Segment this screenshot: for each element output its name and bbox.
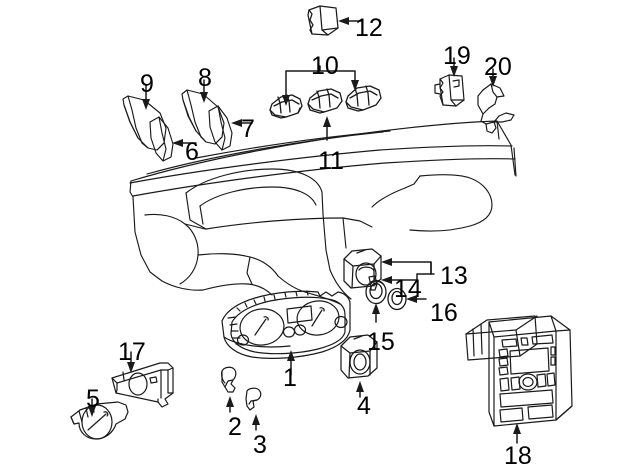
callout-leaders xyxy=(88,17,521,444)
callout-label-1: 1 xyxy=(283,364,297,392)
part-switch-assembly-right xyxy=(345,85,382,112)
dashboard-body xyxy=(129,120,517,305)
part-bulb-socket xyxy=(221,366,237,393)
part-switch-knob xyxy=(340,334,378,379)
part-ignition-switch xyxy=(70,401,129,440)
callout-label-19: 19 xyxy=(443,42,471,70)
callout-label-11: 11 xyxy=(318,147,344,175)
part-relay-connector xyxy=(434,74,465,107)
part-center-console-radio-panel xyxy=(465,315,573,427)
part-switch-assembly-center xyxy=(307,88,343,114)
callout-label-6: 6 xyxy=(185,138,199,166)
callout-label-7: 7 xyxy=(241,115,255,143)
part-retainer-clip xyxy=(477,83,515,134)
part-control-module xyxy=(111,362,174,408)
callout-label-17: 17 xyxy=(118,338,146,366)
callout-label-13: 13 xyxy=(440,262,468,290)
callout-label-20: 20 xyxy=(484,53,512,81)
callout-label-3: 3 xyxy=(253,431,267,459)
part-register-assembly-left xyxy=(181,89,233,151)
callout-label-14: 14 xyxy=(394,275,422,303)
part-bezel-ring-large xyxy=(365,279,387,305)
part-small-bulb xyxy=(245,387,262,411)
callout-label-2: 2 xyxy=(228,413,242,441)
callout-label-15: 15 xyxy=(367,328,395,356)
callout-label-5: 5 xyxy=(86,385,100,413)
part-switch-body-assembly xyxy=(343,248,382,289)
callout-label-10: 10 xyxy=(311,52,339,80)
callout-label-16: 16 xyxy=(430,299,458,327)
part-register-assembly-right xyxy=(122,95,174,162)
part-instrument-cluster xyxy=(221,290,351,359)
callout-label-9: 9 xyxy=(140,70,154,98)
callout-label-8: 8 xyxy=(198,64,212,92)
callout-label-4: 4 xyxy=(357,392,371,420)
callout-label-12: 12 xyxy=(355,14,383,42)
part-switch-cover xyxy=(307,5,339,36)
callout-label-18: 18 xyxy=(504,442,532,470)
